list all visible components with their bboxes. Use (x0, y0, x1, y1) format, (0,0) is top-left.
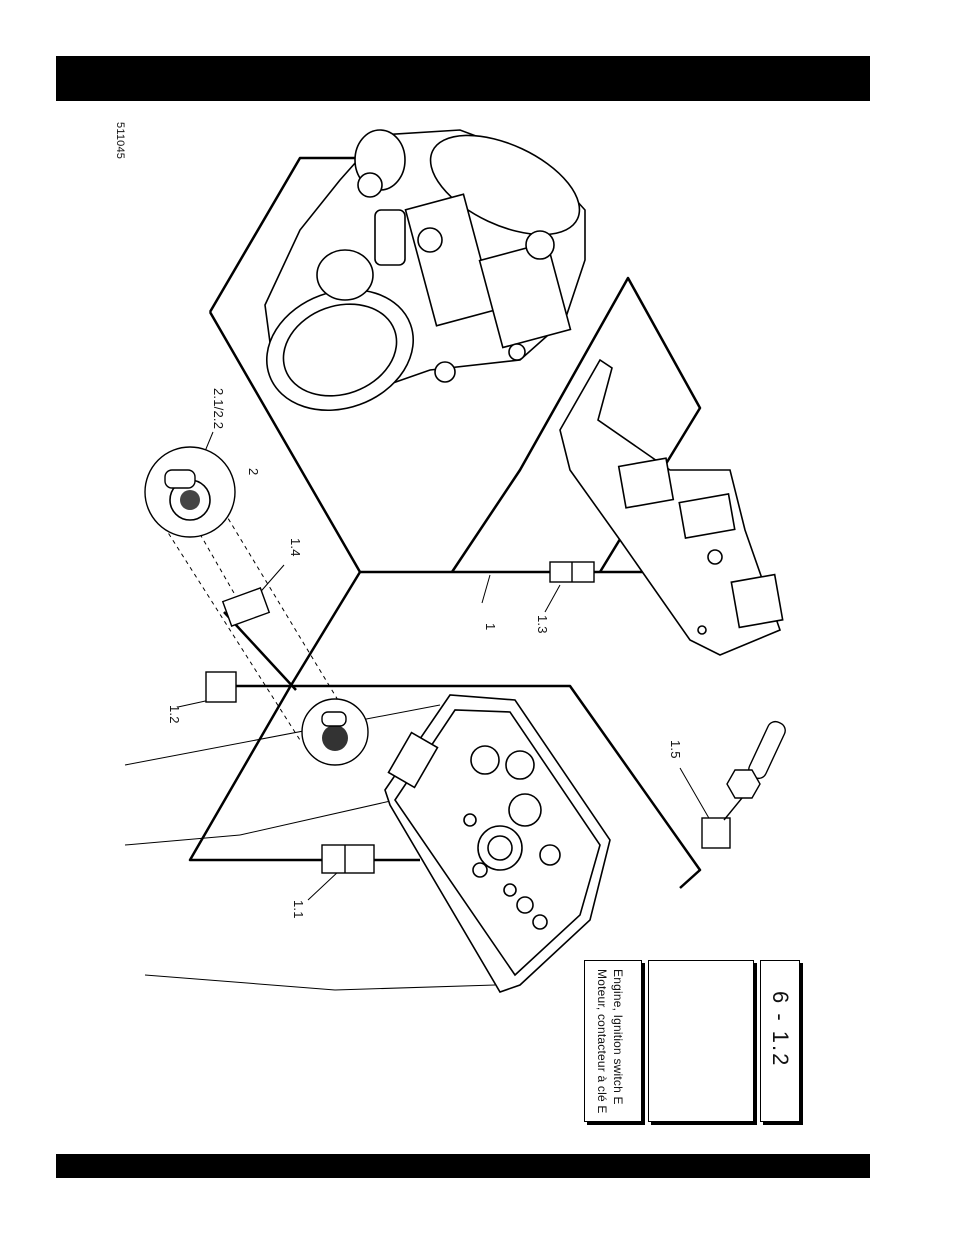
callout-1-3: 1.3 (535, 615, 550, 634)
harness-center-link (290, 572, 360, 687)
connector-1-1 (322, 845, 374, 873)
relay-bracket (560, 360, 783, 655)
callout-1: 1 (483, 623, 498, 630)
connector-1-2 (206, 672, 236, 702)
callout-2-1-2-2: 2.1/2.2 (211, 388, 226, 429)
harness-outline-bottom (190, 687, 420, 860)
callout-1-2: 1.2 (167, 705, 182, 724)
connector-1-5 (702, 818, 730, 848)
connector-1-4 (223, 588, 269, 626)
document-code: 511045 (114, 122, 126, 159)
figure-number-box: 6 - 1.2 (760, 960, 800, 1122)
callout-2: 2 (246, 468, 261, 475)
engine-illustration (250, 115, 595, 430)
title-french: Moteur, contacteur à clé E (595, 969, 609, 1114)
figure-number: 6 - 1.2 (767, 991, 793, 1067)
callout-1-1: 1.1 (291, 900, 306, 919)
sensor-illustration (724, 719, 788, 820)
callout-1-4: 1.4 (288, 538, 303, 557)
section-icon-box (648, 960, 754, 1122)
control-panel (385, 695, 610, 992)
title-caption-box: Engine, Ignition switch E Moteur, contac… (584, 960, 642, 1122)
title-english: Engine, Ignition switch E (611, 969, 625, 1105)
callout-1-5: 1.5 (668, 740, 683, 759)
